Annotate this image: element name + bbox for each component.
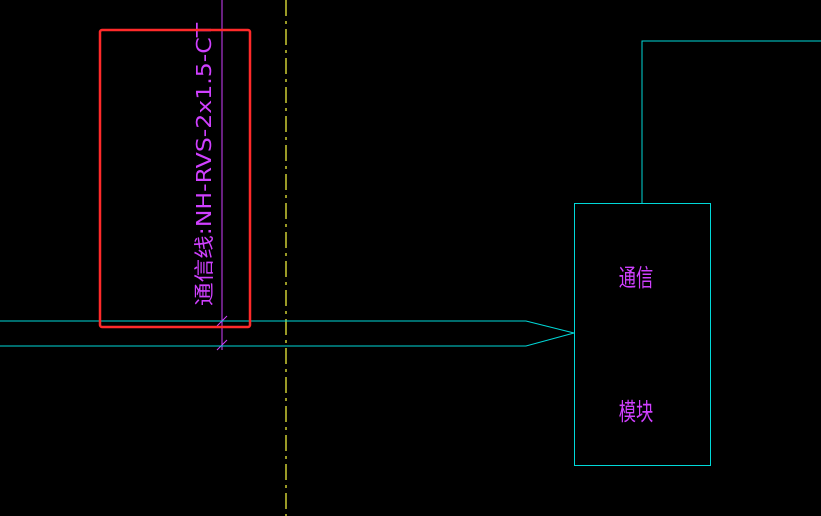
- tick-mark-lower: [216, 339, 228, 351]
- communication-module-box[interactable]: [574, 203, 711, 466]
- module-label-bottom: 模块: [619, 398, 654, 426]
- selection-highlight-box[interactable]: [98, 28, 252, 329]
- cable-upper-line: [0, 320, 575, 334]
- cable-spec-label: 通信线:NH-RVS-2x1.5-CT: [194, 22, 217, 306]
- module-label-top: 通信: [619, 264, 654, 292]
- module-uplink-line: [641, 40, 821, 203]
- cable-lower-line: [0, 332, 575, 347]
